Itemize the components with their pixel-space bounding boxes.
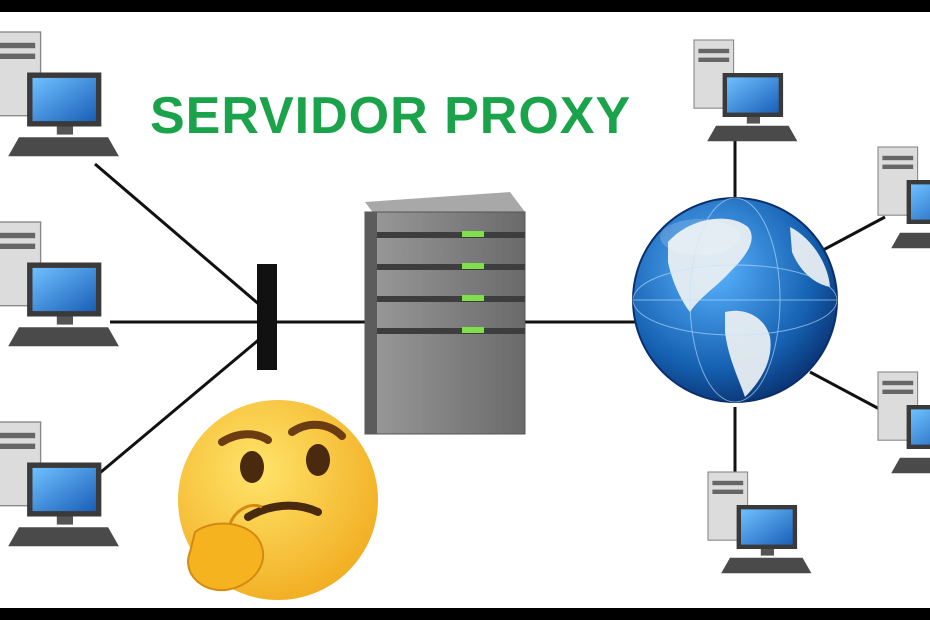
client-computer-3 bbox=[0, 421, 120, 547]
internet-globe-icon bbox=[632, 197, 838, 403]
thinking-face-emoji bbox=[178, 400, 378, 600]
host-computer-3 bbox=[877, 371, 930, 474]
host-computer-1 bbox=[693, 39, 798, 142]
diagram-title: SERVIDOR PROXY bbox=[150, 87, 632, 145]
proxy-server bbox=[364, 192, 526, 435]
status-leds bbox=[462, 231, 484, 333]
client-computer-2 bbox=[0, 221, 120, 347]
link-client-1 bbox=[94, 162, 269, 314]
host-computer-4 bbox=[707, 471, 812, 574]
host-computer-2 bbox=[877, 146, 930, 249]
diagram-canvas: SERVIDOR PROXY bbox=[0, 12, 930, 608]
link-client-3 bbox=[94, 330, 269, 479]
link-host-3 bbox=[809, 370, 886, 414]
firewall-bar bbox=[257, 264, 277, 370]
network-diagram bbox=[0, 31, 930, 600]
client-computer-1 bbox=[0, 31, 120, 157]
